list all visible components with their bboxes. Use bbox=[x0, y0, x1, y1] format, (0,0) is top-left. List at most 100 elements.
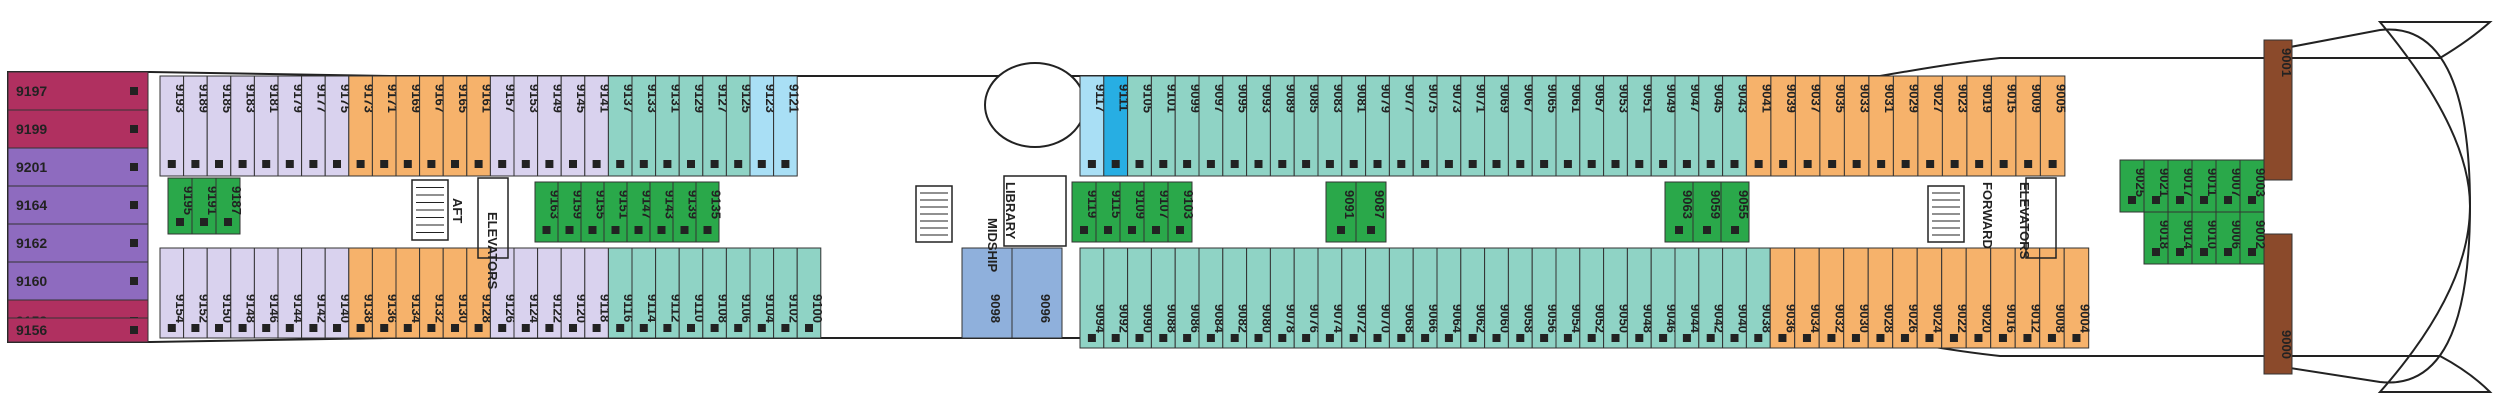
cabin-9033[interactable]: 9033 bbox=[1843, 75, 1873, 177]
cabin-marker bbox=[710, 324, 719, 332]
cabin-9036[interactable]: 9036 bbox=[1769, 247, 1798, 349]
cabin-marker bbox=[687, 324, 695, 332]
cabin-9005[interactable]: 9005 bbox=[2039, 75, 2069, 177]
cabin-9116[interactable]: 9116 bbox=[607, 247, 636, 339]
cabin-marker bbox=[1611, 334, 1620, 342]
cabin-9034[interactable]: 9034 bbox=[1794, 247, 1823, 349]
cabin-9087[interactable]: 9087 bbox=[1355, 181, 1387, 243]
cabin-9004[interactable]: 9004 bbox=[2063, 247, 2092, 349]
cabin-9134[interactable]: 9134 bbox=[395, 247, 424, 339]
cabin-9125[interactable]: 9125 bbox=[725, 75, 754, 177]
cabin-marker bbox=[1135, 334, 1144, 342]
svg-text:9162: 9162 bbox=[16, 235, 47, 251]
cabin-marker bbox=[1682, 160, 1691, 168]
cabin-marker bbox=[1230, 334, 1239, 342]
cabin-9086[interactable]: 9086 bbox=[1174, 247, 1203, 349]
cabin-9121[interactable]: 9121 bbox=[773, 75, 802, 177]
cabin-9162[interactable]: 9162 bbox=[7, 223, 149, 263]
cabin-marker bbox=[634, 226, 643, 234]
cabin-9022[interactable]: 9022 bbox=[1941, 247, 1970, 349]
cabin-9047[interactable]: 9047 bbox=[1674, 75, 1703, 177]
svg-text:9098: 9098 bbox=[988, 294, 1003, 323]
cabin-marker bbox=[474, 160, 483, 168]
cabin-marker bbox=[616, 324, 625, 332]
cabin-marker bbox=[1421, 334, 1430, 342]
cabin-marker bbox=[1176, 226, 1184, 234]
cabin-9002[interactable]: 9002 bbox=[2239, 211, 2268, 265]
cabin-marker bbox=[657, 226, 666, 234]
cabin-marker bbox=[565, 226, 574, 234]
cabin-9135[interactable]: 9135 bbox=[695, 181, 724, 243]
cabin-9011[interactable]: 9011 bbox=[2191, 159, 2220, 213]
cabin-9025[interactable]: 9025 bbox=[2119, 159, 2148, 213]
cabin-9059[interactable]: 9059 bbox=[1692, 181, 1723, 243]
cabin-9160[interactable]: 9160 bbox=[7, 261, 149, 301]
cabin-marker bbox=[569, 324, 577, 332]
cabin-9063[interactable]: 9063 bbox=[1664, 181, 1695, 243]
cabin-9031[interactable]: 9031 bbox=[1868, 75, 1897, 177]
cabin-9100[interactable]: 9100 bbox=[796, 247, 825, 339]
cabin-9080[interactable]: 9080 bbox=[1246, 247, 1275, 349]
cabin-marker bbox=[1563, 334, 1572, 342]
cabin-9055[interactable]: 9055 bbox=[1720, 181, 1751, 243]
svg-text:9164: 9164 bbox=[16, 197, 47, 213]
cabin-9009[interactable]: 9009 bbox=[2015, 75, 2044, 177]
cabin-9156[interactable]: 9156 bbox=[7, 317, 149, 343]
cabin-9096[interactable]: 9096 bbox=[1011, 247, 1063, 339]
cabin-9164[interactable]: 9164 bbox=[7, 185, 149, 225]
cabin-marker bbox=[1730, 160, 1739, 168]
cabin-9003[interactable]: 9003 bbox=[2239, 159, 2268, 213]
cabin-marker bbox=[1901, 160, 1910, 168]
cabin-9098[interactable]: 9098 bbox=[961, 247, 1013, 339]
cabin-marker bbox=[1779, 160, 1788, 168]
cabin-marker bbox=[1675, 226, 1683, 234]
aft-elevator-box bbox=[477, 177, 509, 259]
cabin-9131[interactable]: 9131 bbox=[655, 75, 684, 177]
cabin-9088[interactable]: 9088 bbox=[1150, 247, 1179, 349]
corridor bbox=[150, 182, 2300, 242]
cabin-marker bbox=[403, 324, 412, 332]
cabin-marker bbox=[474, 324, 483, 332]
cabin-9161[interactable]: 9161 bbox=[466, 75, 495, 177]
svg-text:9201: 9201 bbox=[16, 159, 47, 175]
cabin-9041[interactable]: 9041 bbox=[1745, 75, 1775, 177]
cabin-marker bbox=[710, 160, 719, 168]
cabin-marker bbox=[545, 160, 554, 168]
cabin-marker bbox=[1949, 334, 1958, 342]
cabin-9130[interactable]: 9130 bbox=[442, 247, 471, 339]
cabin-9020[interactable]: 9020 bbox=[1965, 247, 1994, 349]
midship-elevator-lobby bbox=[984, 62, 1086, 148]
cabin-marker bbox=[1080, 226, 1088, 234]
svg-text:9005: 9005 bbox=[2054, 84, 2069, 113]
svg-text:9000: 9000 bbox=[2279, 330, 2294, 359]
cabin-9107[interactable]: 9107 bbox=[1143, 181, 1172, 243]
cabin-9103[interactable]: 9103 bbox=[1167, 181, 1196, 243]
cabin-marker bbox=[1468, 160, 1477, 168]
cabin-9026[interactable]: 9026 bbox=[1892, 247, 1921, 349]
svg-text:9187: 9187 bbox=[229, 186, 244, 215]
cabin-marker bbox=[285, 160, 294, 168]
cabin-marker bbox=[167, 324, 176, 332]
cabin-marker bbox=[1998, 334, 2007, 342]
cabin-9187[interactable]: 9187 bbox=[215, 177, 244, 235]
cabin-9000[interactable]: 9000 bbox=[2263, 233, 2294, 375]
cabin-9102[interactable]: 9102 bbox=[773, 247, 802, 339]
cabin-9017[interactable]: 9017 bbox=[2167, 159, 2196, 213]
cabin-9042[interactable]: 9042 bbox=[1698, 247, 1727, 349]
cabin-9201[interactable]: 9201 bbox=[7, 147, 149, 187]
cabin-9001[interactable]: 9001 bbox=[2263, 39, 2294, 181]
cabin-marker bbox=[611, 226, 620, 234]
cabin-9199[interactable]: 9199 bbox=[7, 109, 149, 149]
svg-text:9135: 9135 bbox=[709, 190, 724, 219]
cabin-marker bbox=[380, 160, 389, 168]
cabin-9091[interactable]: 9091 bbox=[1325, 181, 1357, 243]
cabin-marker bbox=[1516, 334, 1525, 342]
cabin-marker bbox=[1925, 334, 1934, 342]
cabin-9197[interactable]: 9197 bbox=[7, 71, 149, 111]
cabin-marker bbox=[639, 160, 648, 168]
cabin-9144[interactable]: 9144 bbox=[277, 247, 306, 339]
cabin-marker bbox=[1159, 334, 1168, 342]
cabin-marker bbox=[380, 324, 389, 332]
cabin-marker bbox=[130, 326, 138, 334]
cabin-marker bbox=[224, 218, 232, 226]
